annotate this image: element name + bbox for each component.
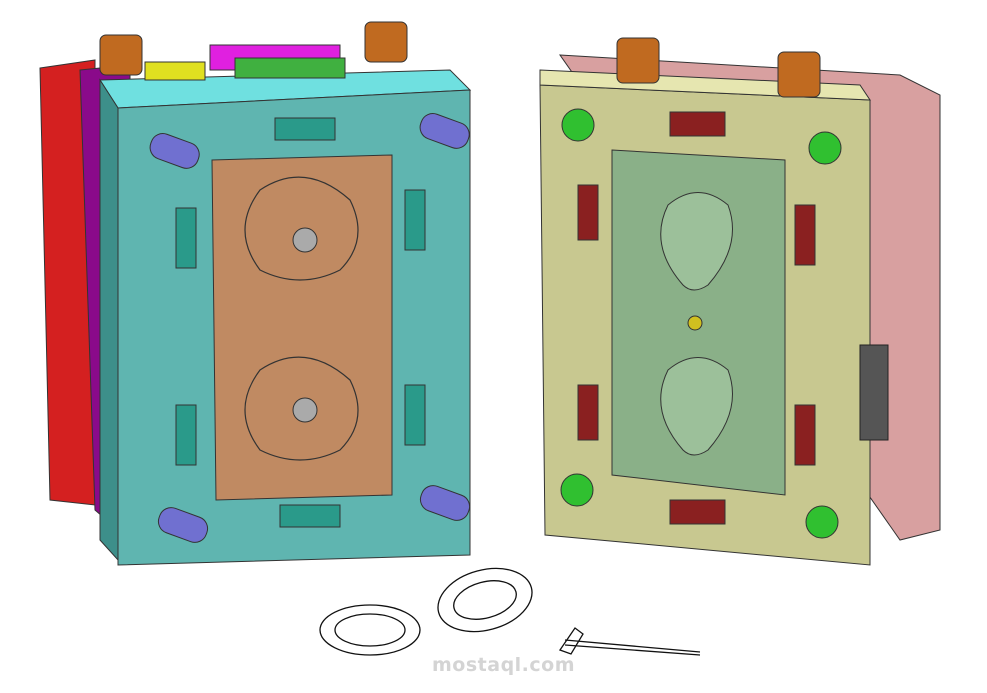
left-cavity-insert — [211, 154, 393, 501]
guide-bushings-right — [560, 108, 842, 539]
right-mold-half — [539, 37, 941, 566]
sprue-bushing-left — [99, 34, 143, 76]
watermark-text: mostaql.com — [432, 654, 576, 676]
cavity-upper — [244, 176, 359, 281]
guide-pins-left — [149, 113, 471, 543]
cavity-lower — [244, 356, 359, 461]
left-mold-half — [39, 21, 472, 566]
sprue-bushing-left-2 — [364, 21, 408, 63]
molded-parts — [319, 567, 701, 656]
